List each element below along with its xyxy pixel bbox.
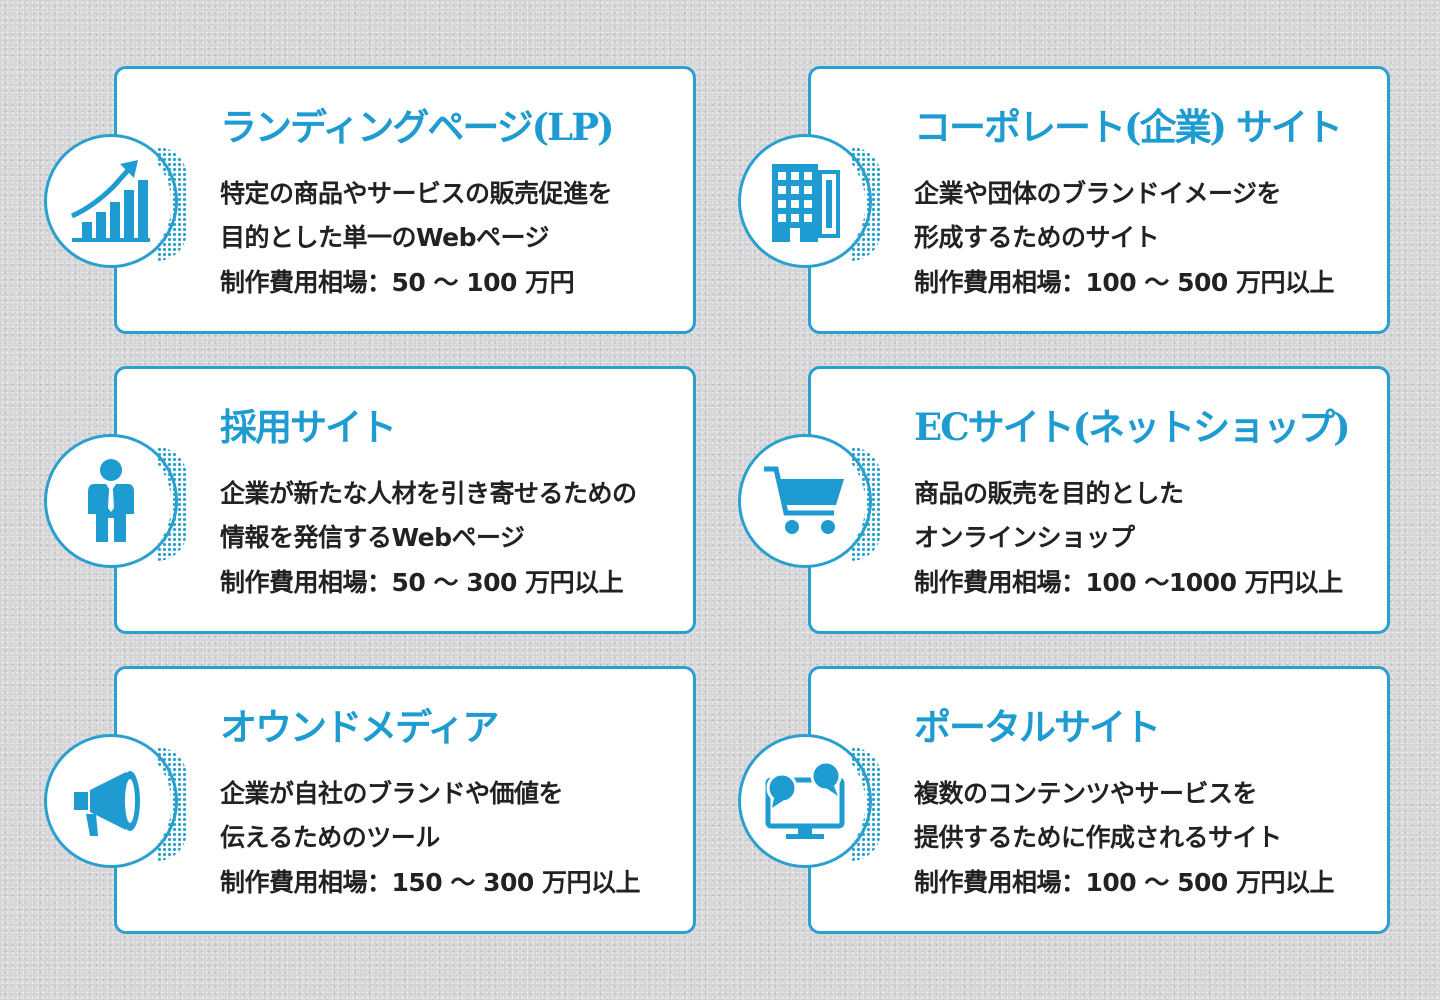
card-price: 制作費用相場：50 ～ 300 万円以上 bbox=[220, 568, 624, 597]
card-price: 制作費用相場：100 ～ 500 万円以上 bbox=[914, 868, 1334, 897]
card-description-line-2: 形成するためのサイト bbox=[914, 223, 1160, 252]
card-price: 制作費用相場：50 ～ 100 万円 bbox=[220, 268, 575, 297]
card-price: 制作費用相場：100 ～1000 万円以上 bbox=[914, 568, 1343, 597]
card-description-line-2: 目的とした単一のWebページ bbox=[220, 223, 550, 252]
card-ec-site: ECサイト(ネットショップ) 商品の販売を目的とした オンラインショップ 制作費… bbox=[808, 366, 1390, 634]
card-description-line-2: オンラインショップ bbox=[914, 523, 1135, 552]
building-icon bbox=[738, 134, 872, 268]
card-description-line-1: 企業や団体のブランドイメージを bbox=[914, 179, 1282, 208]
megaphone-icon bbox=[44, 734, 178, 868]
card-description-line-1: 企業が新たな人材を引き寄せるための bbox=[220, 479, 637, 508]
card-description-line-2: 伝えるためのツール bbox=[220, 823, 440, 852]
card-price: 制作費用相場：150 ～ 300 万円以上 bbox=[220, 868, 640, 897]
card-title: 採用サイト bbox=[220, 405, 397, 449]
card-title: ポータルサイト bbox=[914, 705, 1161, 749]
card-title: ランディングページ(LP) bbox=[220, 105, 615, 149]
card-description-line-2: 情報を発信するWebページ bbox=[220, 523, 525, 552]
card-description-line-2: 提供するために作成されるサイト bbox=[914, 823, 1282, 852]
card-description-line-1: 商品の販売を目的とした bbox=[914, 479, 1184, 508]
card-description-line-1: 複数のコンテンツやサービスを bbox=[914, 779, 1258, 808]
card-corporate-site: コーポレート(企業) サイト 企業や団体のブランドイメージを 形成するためのサイ… bbox=[808, 66, 1390, 334]
card-description-line-1: 企業が自社のブランドや価値を bbox=[220, 779, 564, 808]
card-title: ECサイト(ネットショップ) bbox=[914, 405, 1351, 449]
card-price: 制作費用相場：100 ～ 500 万円以上 bbox=[914, 268, 1334, 297]
card-title: オウンドメディア bbox=[220, 705, 499, 749]
card-owned-media: オウンドメディア 企業が自社のブランドや価値を 伝えるためのツール 制作費用相場… bbox=[114, 666, 696, 934]
card-portal-site: ポータルサイト 複数のコンテンツやサービスを 提供するために作成されるサイト 制… bbox=[808, 666, 1390, 934]
card-description-line-1: 特定の商品やサービスの販売促進を bbox=[220, 179, 613, 208]
card-recruit-site: 採用サイト 企業が新たな人材を引き寄せるための 情報を発信するWebページ 制作… bbox=[114, 366, 696, 634]
card-title: コーポレート(企業) サイト bbox=[914, 105, 1343, 149]
card-landing-page: ランディングページ(LP) 特定の商品やサービスの販売促進を 目的とした単一のW… bbox=[114, 66, 696, 334]
monitor-chat-icon bbox=[738, 734, 872, 868]
businessman-icon bbox=[44, 434, 178, 568]
chart-growth-icon bbox=[44, 134, 178, 268]
shopping-cart-icon bbox=[738, 434, 872, 568]
